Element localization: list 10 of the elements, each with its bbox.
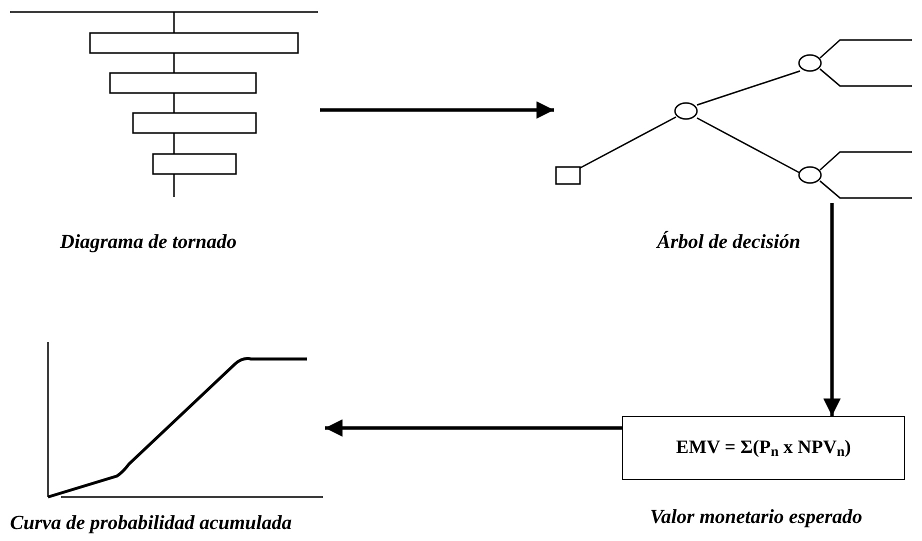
arrow [320,101,554,119]
formula-box: EMV = Σ(P$_{n}$ x NPV$_{n}$) [622,416,905,480]
node-label: Valor monetario esperado [650,505,862,530]
tornado-diagram-drawing [10,10,320,198]
node-label: Diagrama de tornado [60,230,237,255]
node-label: Árbol de decisión [657,230,800,255]
node-label: Curva de probabilidad acumulada [10,511,292,536]
arrow [325,419,622,437]
arrow [823,203,841,416]
cumulative-curve-drawing [45,340,325,500]
